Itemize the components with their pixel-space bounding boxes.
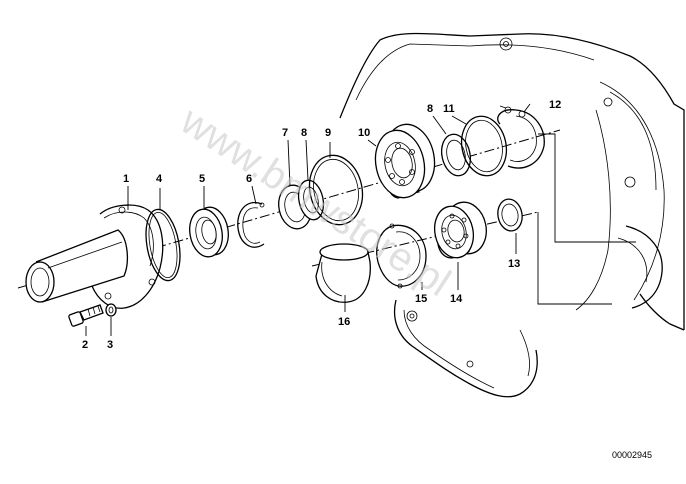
part-3-washer [105,303,117,317]
callout-9: 9 [325,127,331,139]
part-14-ball-bearing [433,201,487,259]
gearbox-housing [339,32,685,398]
part-10-ball-bearing [374,123,436,199]
callout-4: 4 [156,173,163,185]
part-16-cover-cap [315,243,371,303]
callout-2: 2 [82,339,88,351]
part-12-circlip [497,106,545,169]
part-8-ring-left [297,179,325,221]
leader-lines [85,103,531,336]
callout-13: 13 [508,258,520,270]
callout-1: 1 [123,173,129,185]
part-15-circlip [376,223,427,289]
assembly-guide-line-lower [537,212,612,305]
callout-14: 14 [450,293,463,305]
callout-10: 10 [358,127,370,139]
callout-16: 16 [338,316,350,328]
part-9-thrust-ring [308,154,364,226]
callout-11: 11 [443,103,455,115]
callout-3: 3 [107,339,113,351]
part-5-seal [189,206,229,258]
callout-5: 5 [199,173,205,185]
part-6-circlip [237,202,265,248]
part-13-spacer-ring [497,198,523,232]
callout-8-left: 8 [301,127,307,139]
callout-8-right: 8 [427,103,433,115]
part-2-bolt [68,304,104,327]
callout-labels: 1 2 3 4 5 6 7 8 9 10 8 11 12 13 14 15 16 [82,99,561,351]
part-8-ring-right [440,133,472,177]
part-1-flange-housing [25,204,164,309]
part-4-o-ring [145,208,181,282]
callout-7: 7 [282,127,288,139]
callout-12: 12 [549,99,561,111]
callout-15: 15 [415,293,427,305]
assembly-guide-line [538,133,636,243]
drawing-number: 00002945 [612,450,652,460]
part-11-snap-ring [460,115,508,177]
callout-6: 6 [246,173,252,185]
